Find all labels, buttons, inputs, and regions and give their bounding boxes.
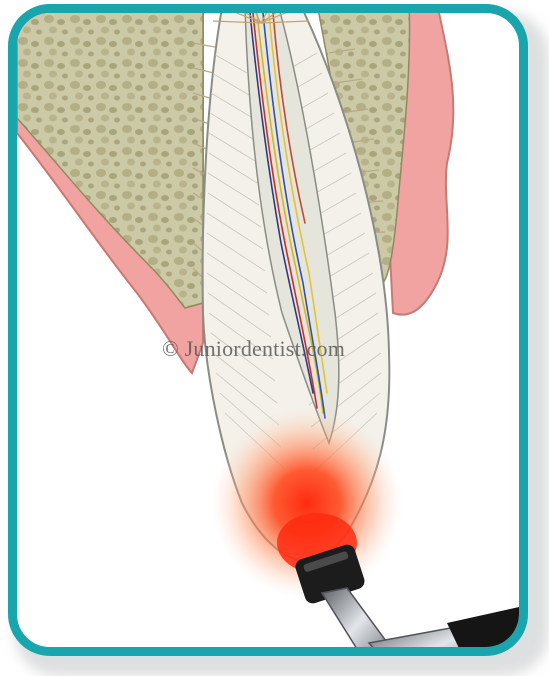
tooth-cross-section-illustration bbox=[17, 13, 528, 656]
watermark-text: © Juniordentist.com bbox=[162, 336, 345, 362]
laser-handpiece-icon bbox=[293, 543, 528, 656]
illustration-frame: © Juniordentist.com bbox=[8, 4, 528, 656]
